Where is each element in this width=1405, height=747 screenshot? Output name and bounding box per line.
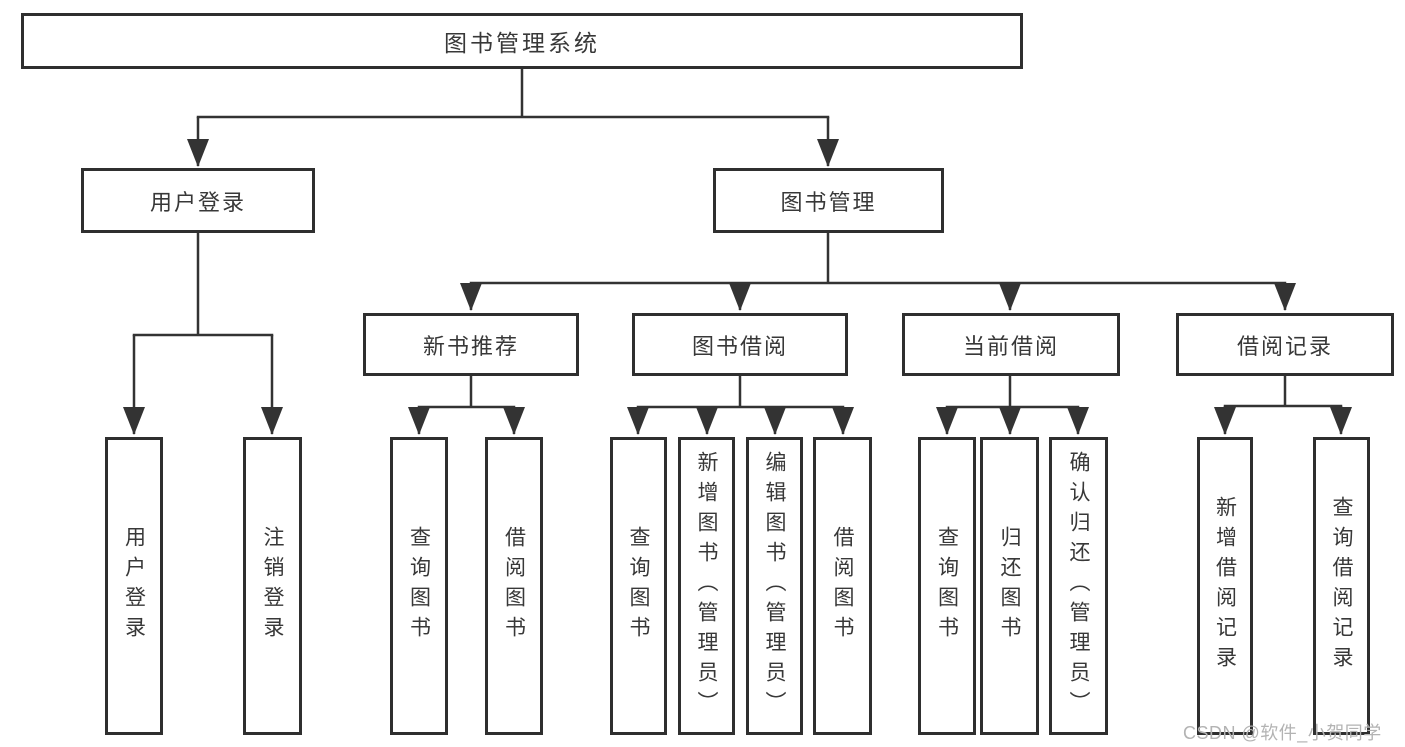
leaf-add-book-admin-label: 新增图书（管理员） <box>695 451 718 721</box>
leaf-add-borrow-record-label: 新增借阅记录 <box>1213 496 1237 676</box>
leaf-add-book-admin: 新增图书（管理员） <box>678 437 735 735</box>
leaf-user-login-label: 用户登录 <box>122 526 146 646</box>
node-book-management: 图书管理 <box>713 168 944 233</box>
leaf-confirm-return-admin-label: 确认归还（管理员） <box>1067 451 1090 721</box>
node-current-borrow-label: 当前借阅 <box>962 333 1059 359</box>
node-root-system: 图书管理系统 <box>21 13 1023 69</box>
leaf-query-borrow-record: 查询借阅记录 <box>1313 437 1370 735</box>
node-current-borrow: 当前借阅 <box>902 313 1120 376</box>
node-root-system-label: 图书管理系统 <box>444 30 600 56</box>
leaf-query-books-recommend-label: 查询图书 <box>407 526 431 646</box>
leaf-query-books-borrow: 查询图书 <box>610 437 667 735</box>
node-borrow-records: 借阅记录 <box>1176 313 1394 376</box>
node-new-book-recommend: 新书推荐 <box>363 313 579 376</box>
leaf-confirm-return-admin: 确认归还（管理员） <box>1049 437 1108 735</box>
node-book-borrow-label: 图书借阅 <box>691 333 788 359</box>
leaf-borrow-books-label: 借阅图书 <box>831 526 854 646</box>
leaf-borrow-books: 借阅图书 <box>813 437 872 735</box>
node-borrow-records-label: 借阅记录 <box>1236 333 1333 359</box>
csdn-watermark: CSDN @软件_小贺同学 <box>1183 723 1382 743</box>
leaf-return-book: 归还图书 <box>980 437 1039 735</box>
leaf-query-books-recommend: 查询图书 <box>390 437 448 735</box>
leaf-user-login: 用户登录 <box>105 437 163 735</box>
node-user-login-label: 用户登录 <box>149 189 246 215</box>
node-book-management-label: 图书管理 <box>780 189 877 215</box>
leaf-logout: 注销登录 <box>243 437 302 735</box>
leaf-borrow-books-recommend: 借阅图书 <box>485 437 543 735</box>
node-new-book-recommend-label: 新书推荐 <box>422 333 519 359</box>
leaf-query-books-current: 查询图书 <box>918 437 976 735</box>
node-book-borrow: 图书借阅 <box>632 313 848 376</box>
leaf-return-book-label: 归还图书 <box>998 526 1021 646</box>
leaf-query-books-borrow-label: 查询图书 <box>627 526 650 646</box>
leaf-edit-book-admin-label: 编辑图书（管理员） <box>763 451 786 721</box>
leaf-logout-label: 注销登录 <box>261 526 284 646</box>
node-user-login: 用户登录 <box>81 168 315 233</box>
leaf-query-books-current-label: 查询图书 <box>935 526 959 646</box>
leaf-add-borrow-record: 新增借阅记录 <box>1197 437 1253 735</box>
leaf-borrow-books-recommend-label: 借阅图书 <box>502 526 526 646</box>
leaf-edit-book-admin: 编辑图书（管理员） <box>746 437 803 735</box>
leaf-query-borrow-record-label: 查询借阅记录 <box>1330 496 1353 676</box>
